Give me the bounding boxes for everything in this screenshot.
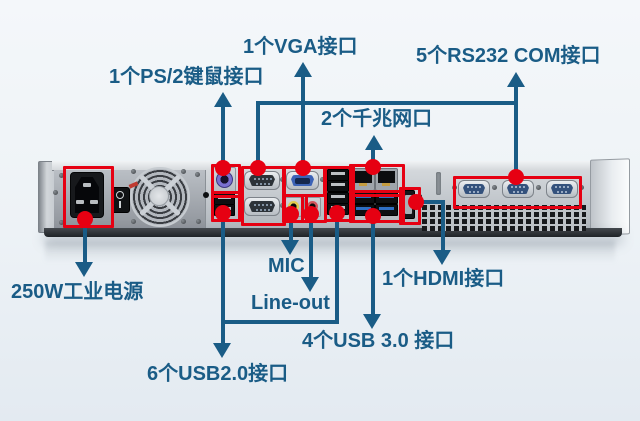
screw [492,185,497,190]
line-usb2-bracket [221,320,339,324]
label-vga: 1个VGA接口 [243,36,358,58]
arrow-power [75,262,93,277]
highlight-dot-lineout [303,206,319,222]
line-com-right [514,85,518,179]
screw [131,169,136,174]
power-inlet [70,172,104,218]
screw [181,219,186,224]
screw [196,219,201,224]
label-lan: 2个千兆网口 [321,108,433,130]
highlight-dot-hdmi [408,194,424,210]
label-com: 5个RS232 COM接口 [416,45,601,67]
label-power: 250W工业电源 [11,281,144,303]
line-usb2-left [221,213,225,344]
screw [536,185,541,190]
fan-hub [149,186,169,206]
vent-grid [422,205,586,231]
com-port [458,180,490,198]
arrow-usb3 [363,314,381,329]
highlight-box-com-left [241,166,286,226]
line-com-bracket [256,101,518,105]
screw [181,169,186,174]
vga-port [286,171,319,190]
screw [131,219,136,224]
label-hdmi: 1个HDMI接口 [382,268,505,290]
arrow-com [507,72,525,87]
highlight-dot-mic [283,206,299,222]
highlight-dot-usb3 [365,208,381,224]
arrow-lineout [301,277,319,292]
lan-port [375,168,398,191]
usb2-port [327,180,349,192]
label-mic: MIC [268,255,305,277]
expansion-slot-cover [436,172,441,195]
label-lineout: Line-out [251,292,330,314]
highlight-dot-lan [365,159,381,175]
line-com-left [256,101,260,168]
com-port [244,171,280,190]
plate-hole [203,192,209,198]
label-usb3: 4个USB 3.0 接口 [302,330,455,352]
screw [59,220,64,225]
line-usb2-mid [335,213,339,324]
line-power [83,219,87,264]
line-vga [301,75,305,168]
highlight-dot-com-right [508,169,524,185]
highlight-dot-vga [295,160,311,176]
highlight-dot-ps2 [215,160,231,176]
line-hdmi-v [441,200,445,251]
arrow-lan [365,135,383,150]
screw [320,177,325,182]
line-hdmi-h [416,200,445,204]
com-port [546,180,578,198]
com-port [244,197,280,216]
arrow-ps2 [214,92,232,107]
highlight-box-usb2-left [211,191,241,222]
screw [195,172,200,177]
highlight-dot-usb2-mid [329,205,345,221]
line-mic [289,214,293,242]
line-lan [371,148,375,167]
screw [53,190,58,195]
chassis-bottom-edge [44,228,622,237]
arrow-mic [281,240,299,255]
highlight-dot-usb2-left [215,205,231,221]
arrow-hdmi [433,250,451,265]
screw [59,173,64,178]
label-usb2: 6个USB2.0接口 [147,363,289,385]
chassis-reflection [45,241,615,263]
highlight-dot-com-left [250,160,266,176]
arrow-vga [294,62,312,77]
line-ps2 [221,105,225,168]
label-ps2: 1个PS/2键鼠接口 [109,66,264,88]
line-usb3 [371,216,375,315]
arrow-usb2 [213,343,231,358]
highlight-box-power [63,166,114,228]
highlight-dot-power [77,211,93,227]
rack-ear-right [590,158,630,236]
line-lineout [309,214,313,279]
